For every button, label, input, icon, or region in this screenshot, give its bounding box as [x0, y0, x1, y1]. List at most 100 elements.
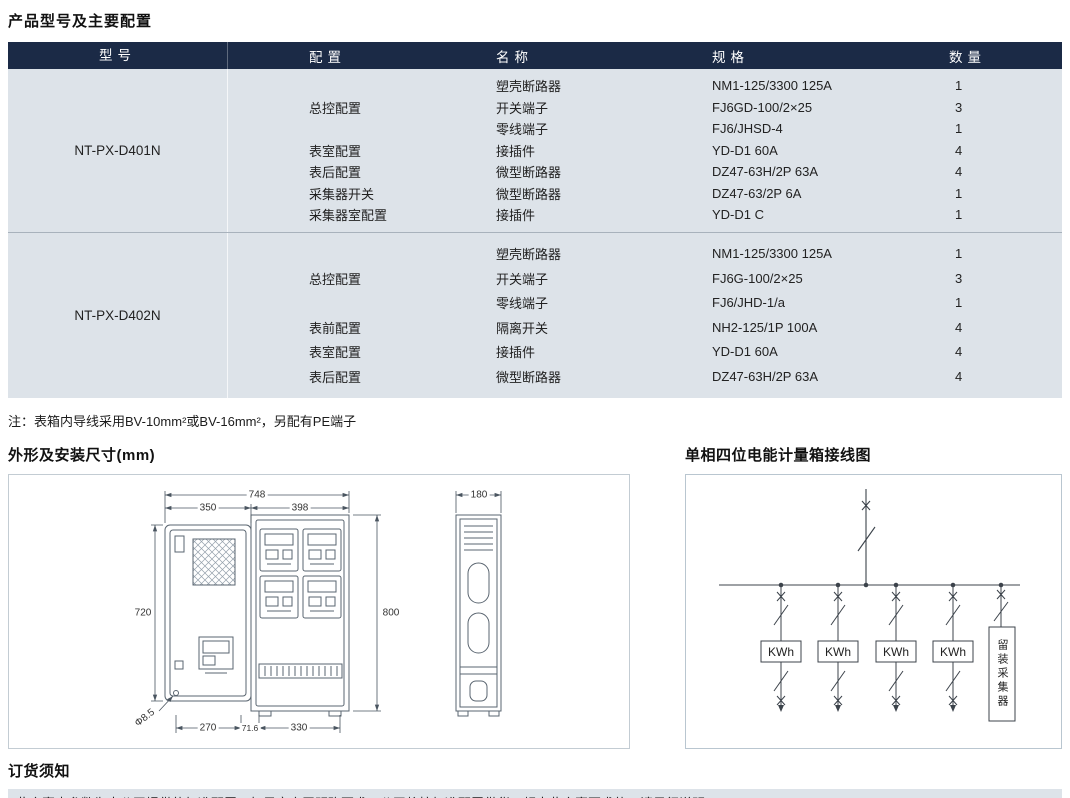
cell-config: 采集器开关: [309, 186, 375, 202]
cell-qty: 4: [955, 368, 963, 384]
cell-spec: YD-D1 60A: [712, 142, 778, 158]
table-row: 塑壳断路器 NM1-125/3300 125A 1: [228, 75, 1062, 97]
cell-qty: 1: [955, 121, 963, 137]
table-row: 零线端子 FJ6/JHSD-4 1: [228, 118, 1062, 140]
cell-qty: 4: [955, 344, 963, 360]
cell-qty: 1: [955, 246, 963, 262]
cell-qty: 1: [955, 207, 963, 223]
model-name: NT-PX-D401N: [8, 69, 228, 232]
cell-config: 表室配置: [309, 345, 362, 361]
table-row: 表室配置 接插件 YD-D1 60A 4: [228, 140, 1062, 162]
cell-spec: FJ6/JHD-1/a: [712, 295, 785, 311]
cell-spec: FJ6GD-100/2×25: [712, 99, 813, 115]
cell-spec: DZ47-63H/2P 63A: [712, 368, 818, 384]
table-row: 零线端子 FJ6/JHD-1/a 1: [228, 291, 1062, 316]
wiring-section: 单相四位电能计量箱接线图: [685, 444, 1062, 749]
model-name: NT-PX-D402N: [8, 232, 228, 398]
table-row: 表后配置 微型断路器 DZ47-63H/2P 63A 4: [228, 161, 1062, 183]
cell-name: 零线端子: [496, 122, 549, 138]
col-header-model: 型号: [8, 42, 228, 69]
ordering-note-text: 此方案内参数为本公司提供的标准配置，如果客户无明确要求，公司将按标准配置供货。超…: [16, 793, 718, 798]
cell-qty: 3: [955, 99, 963, 115]
dim-total-width: 748: [246, 489, 268, 500]
cell-spec: NM1-125/3300 125A: [712, 246, 832, 262]
cell-qty: 1: [955, 295, 963, 311]
col-header-qty: 数量: [949, 49, 986, 65]
wiring-diagram-svg: [719, 488, 1020, 721]
table-header-row: 型号 配置 名称 规格 数量: [8, 42, 1062, 69]
cell-config: 采集器室配置: [309, 208, 388, 224]
table-group: NT-PX-D401N 塑壳断路器 NM1-125/3300 125A 1 总控配置 开关…: [8, 69, 1062, 232]
cell-qty: 4: [955, 319, 963, 335]
cell-name: 接插件: [496, 345, 536, 361]
cell-qty: 4: [955, 142, 963, 158]
cell-spec: FJ6/JHSD-4: [712, 121, 783, 137]
cell-qty: 3: [955, 270, 963, 286]
dim-depth: 180: [468, 489, 490, 500]
cell-config: 表前配置: [309, 320, 362, 336]
cell-spec: DZ47-63H/2P 63A: [712, 164, 818, 180]
dim-panel-width: 398: [289, 502, 311, 513]
dimensions-title: 外形及安装尺寸(mm): [8, 446, 156, 464]
table-row: 表后配置 微型断路器 DZ47-63H/2P 63A 4: [228, 364, 1062, 389]
col-header-spec: 规格: [712, 49, 749, 65]
outline-drawing-svg: [151, 490, 502, 733]
cell-name: 微型断路器: [496, 186, 562, 202]
ordering-note-strip: 此方案内参数为本公司提供的标准配置，如果客户无明确要求，公司将按标准配置供货。超…: [8, 788, 1062, 798]
cell-config: 表后配置: [309, 165, 362, 181]
cell-name: 接插件: [496, 208, 536, 224]
spec-table: 型号 配置 名称 规格 数量 NT-PX-D401N 塑壳断路器 NM1-125/3…: [8, 42, 1062, 398]
cell-qty: 1: [955, 78, 963, 94]
cell-name: 开关端子: [496, 100, 549, 116]
cell-name: 塑壳断路器: [496, 79, 562, 95]
dim-door-width: 350: [197, 502, 219, 513]
cell-spec: NH2-125/1P 100A: [712, 319, 818, 335]
cell-spec: DZ47-63/2P 6A: [712, 185, 802, 201]
cell-config: 表后配置: [309, 369, 362, 385]
dim-hole-right: 330: [288, 722, 310, 733]
group-rows: 塑壳断路器 NM1-125/3300 125A 1 总控配置 开关端子 FJ6GD-100…: [228, 69, 1062, 232]
cell-spec: YD-D1 C: [712, 207, 765, 223]
bottom-sections: 外形及安装尺寸(mm): [8, 444, 1062, 749]
cell-name: 接插件: [496, 143, 536, 159]
ordering-title: 订货须知: [8, 762, 71, 780]
cell-name: 微型断路器: [496, 165, 562, 181]
kwh-meter-label: KWh: [882, 644, 910, 659]
cell-name: 微型断路器: [496, 369, 562, 385]
col-header-config: 配置: [309, 49, 346, 65]
cell-config: 表室配置: [309, 143, 362, 159]
dimensions-section: 外形及安装尺寸(mm): [8, 444, 630, 749]
cell-name: 隔离开关: [496, 320, 549, 336]
cell-name: 零线端子: [496, 296, 549, 312]
dim-door-height: 720: [132, 607, 154, 618]
kwh-meter-label: KWh: [939, 644, 967, 659]
cell-spec: NM1-125/3300 125A: [712, 78, 832, 94]
cell-qty: 1: [955, 185, 963, 201]
table-row: 采集器开关 微型断路器 DZ47-63/2P 6A 1: [228, 183, 1062, 205]
table-row: 采集器室配置 接插件 YD-D1 C 1: [228, 204, 1062, 226]
dim-hole-left: 270: [197, 722, 219, 733]
cell-spec: YD-D1 60A: [712, 344, 778, 360]
cell-spec: FJ6G-100/2×25: [712, 270, 803, 286]
collector-label: 留装采集器: [996, 638, 1008, 709]
kwh-meter-label: KWh: [767, 644, 795, 659]
table-row: 表室配置 接插件 YD-D1 60A 4: [228, 340, 1062, 365]
cell-config: 总控配置: [309, 100, 362, 116]
cell-name: 开关端子: [496, 271, 549, 287]
wiring-title: 单相四位电能计量箱接线图: [685, 446, 872, 464]
table-note: 注：表箱内导线采用BV-10mm²或BV-16mm²，另配有PE端子: [8, 413, 357, 429]
table-row: 表前配置 隔离开关 NH2-125/1P 100A 4: [228, 315, 1062, 340]
cell-qty: 4: [955, 164, 963, 180]
wiring-diagram: KWh KWh KWh KWh 留装采集器: [685, 473, 1062, 749]
kwh-meter-label: KWh: [824, 644, 852, 659]
dim-total-height: 800: [380, 607, 402, 618]
table-row: 总控配置 开关端子 FJ6GD-100/2×25 3: [228, 97, 1062, 119]
dim-hole-mid: 71.6: [239, 722, 261, 733]
page-title: 产品型号及主要配置: [8, 13, 153, 30]
